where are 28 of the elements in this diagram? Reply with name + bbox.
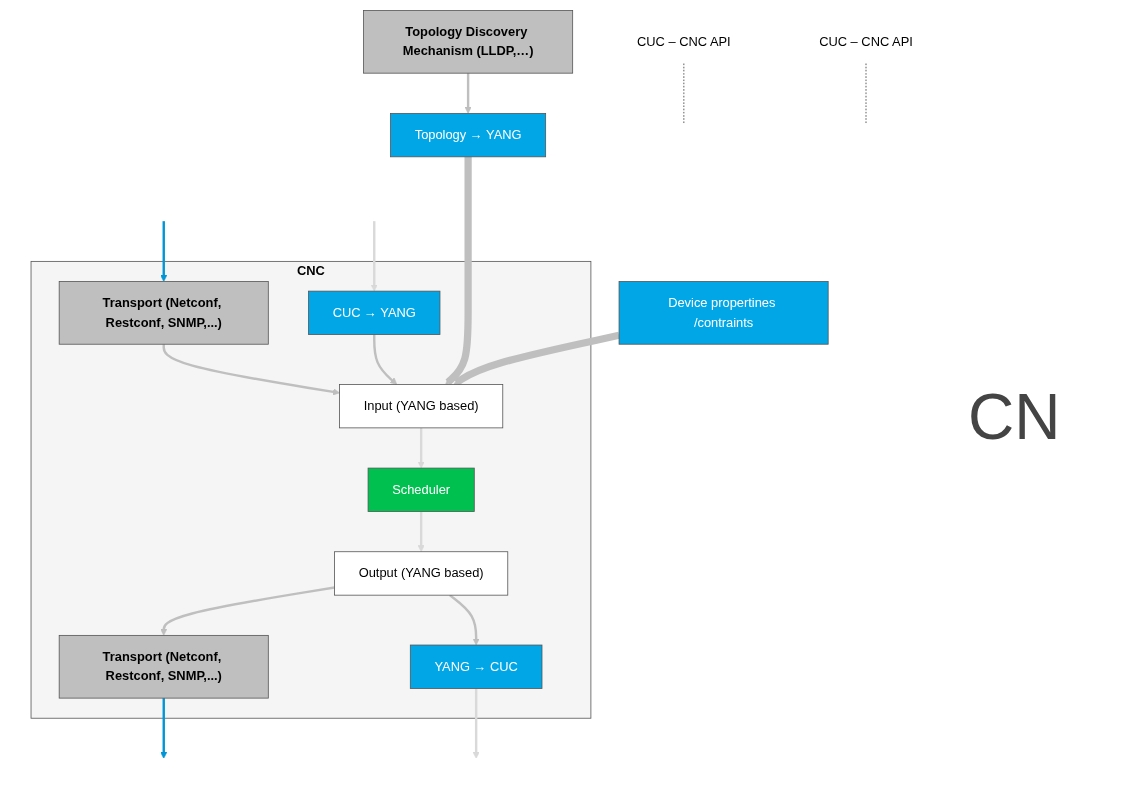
- arrow: [417, 427, 425, 469]
- node-box: Scheduler: [367, 467, 475, 512]
- node-box: YANG → CUC: [409, 644, 543, 689]
- arrow: [162, 344, 340, 396]
- arrow: [472, 688, 480, 759]
- arrow: [160, 586, 335, 636]
- node-box: Topology Discovery Mechanism (LLDP,…): [363, 10, 574, 74]
- slide-text: CN: [968, 380, 1062, 454]
- arrow: [445, 156, 472, 385]
- node-box: Transport (Netconf, Restconf, SNMP,...): [58, 635, 269, 699]
- arrow: [453, 331, 620, 386]
- arrow: [417, 511, 425, 553]
- node-box: Topology → YANG: [390, 113, 547, 158]
- arrow: [160, 221, 168, 282]
- leader-line: [683, 63, 685, 124]
- leader-line: [865, 63, 867, 124]
- node-box: Device propertines /contraints: [618, 281, 829, 345]
- arrow: [449, 594, 480, 646]
- arrow: [464, 73, 472, 114]
- node-box: Input (YANG based): [339, 384, 504, 429]
- node-box: Transport (Netconf, Restconf, SNMP,...): [58, 281, 269, 345]
- node-box: Output (YANG based): [334, 551, 509, 596]
- arrow: [373, 334, 398, 385]
- node-box: CUC → YANG: [308, 290, 441, 335]
- node-text: CUC – CNC API: [819, 34, 913, 49]
- arrow: [160, 698, 168, 759]
- node-text: CUC – CNC API: [637, 34, 731, 49]
- arrow: [370, 221, 378, 292]
